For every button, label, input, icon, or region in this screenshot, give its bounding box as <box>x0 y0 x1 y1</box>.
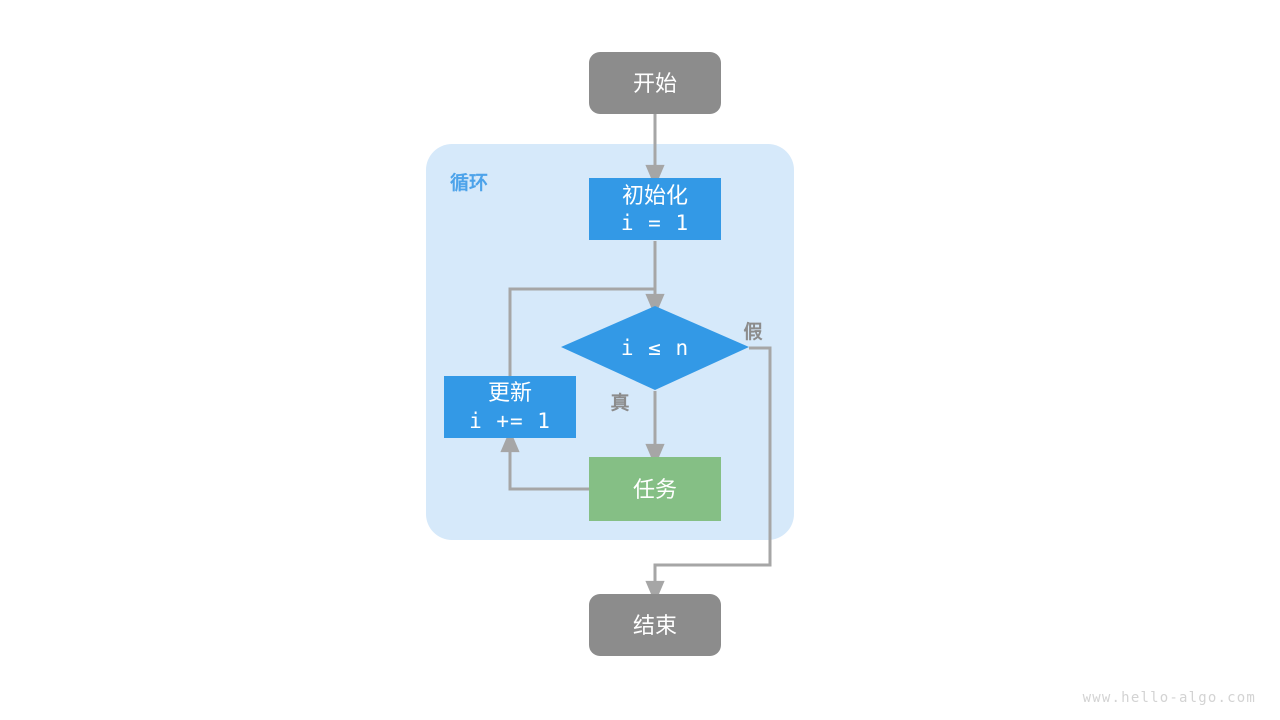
edge-task-to-update <box>500 429 589 491</box>
edge-condition-false-to-end <box>645 346 772 604</box>
edge-label-true: 真 <box>610 391 629 414</box>
node-task[interactable]: 任务 <box>589 457 721 521</box>
loop-group-label: 循环 <box>450 171 488 194</box>
node-condition[interactable]: i ≤ n <box>561 306 749 390</box>
edge-update-to-condition <box>508 287 654 376</box>
node-condition-label: i ≤ n <box>621 336 689 360</box>
edge-label-false: 假 <box>743 320 762 343</box>
node-init[interactable]: 初始化 i = 1 <box>589 178 721 240</box>
node-task-label: 任务 <box>633 477 677 502</box>
node-init-label-line2: i = 1 <box>621 211 689 235</box>
node-end-label: 结束 <box>633 613 677 638</box>
node-start[interactable]: 开始 <box>589 52 721 114</box>
node-init-label-line1: 初始化 <box>622 183 688 208</box>
node-update-label-line1: 更新 <box>488 380 532 405</box>
watermark: www.hello-algo.com <box>1082 690 1256 706</box>
node-update[interactable]: 更新 i += 1 <box>444 376 576 438</box>
node-update-label-line2: i += 1 <box>469 409 551 433</box>
node-end[interactable]: 结束 <box>589 594 721 656</box>
node-start-label: 开始 <box>633 71 677 96</box>
